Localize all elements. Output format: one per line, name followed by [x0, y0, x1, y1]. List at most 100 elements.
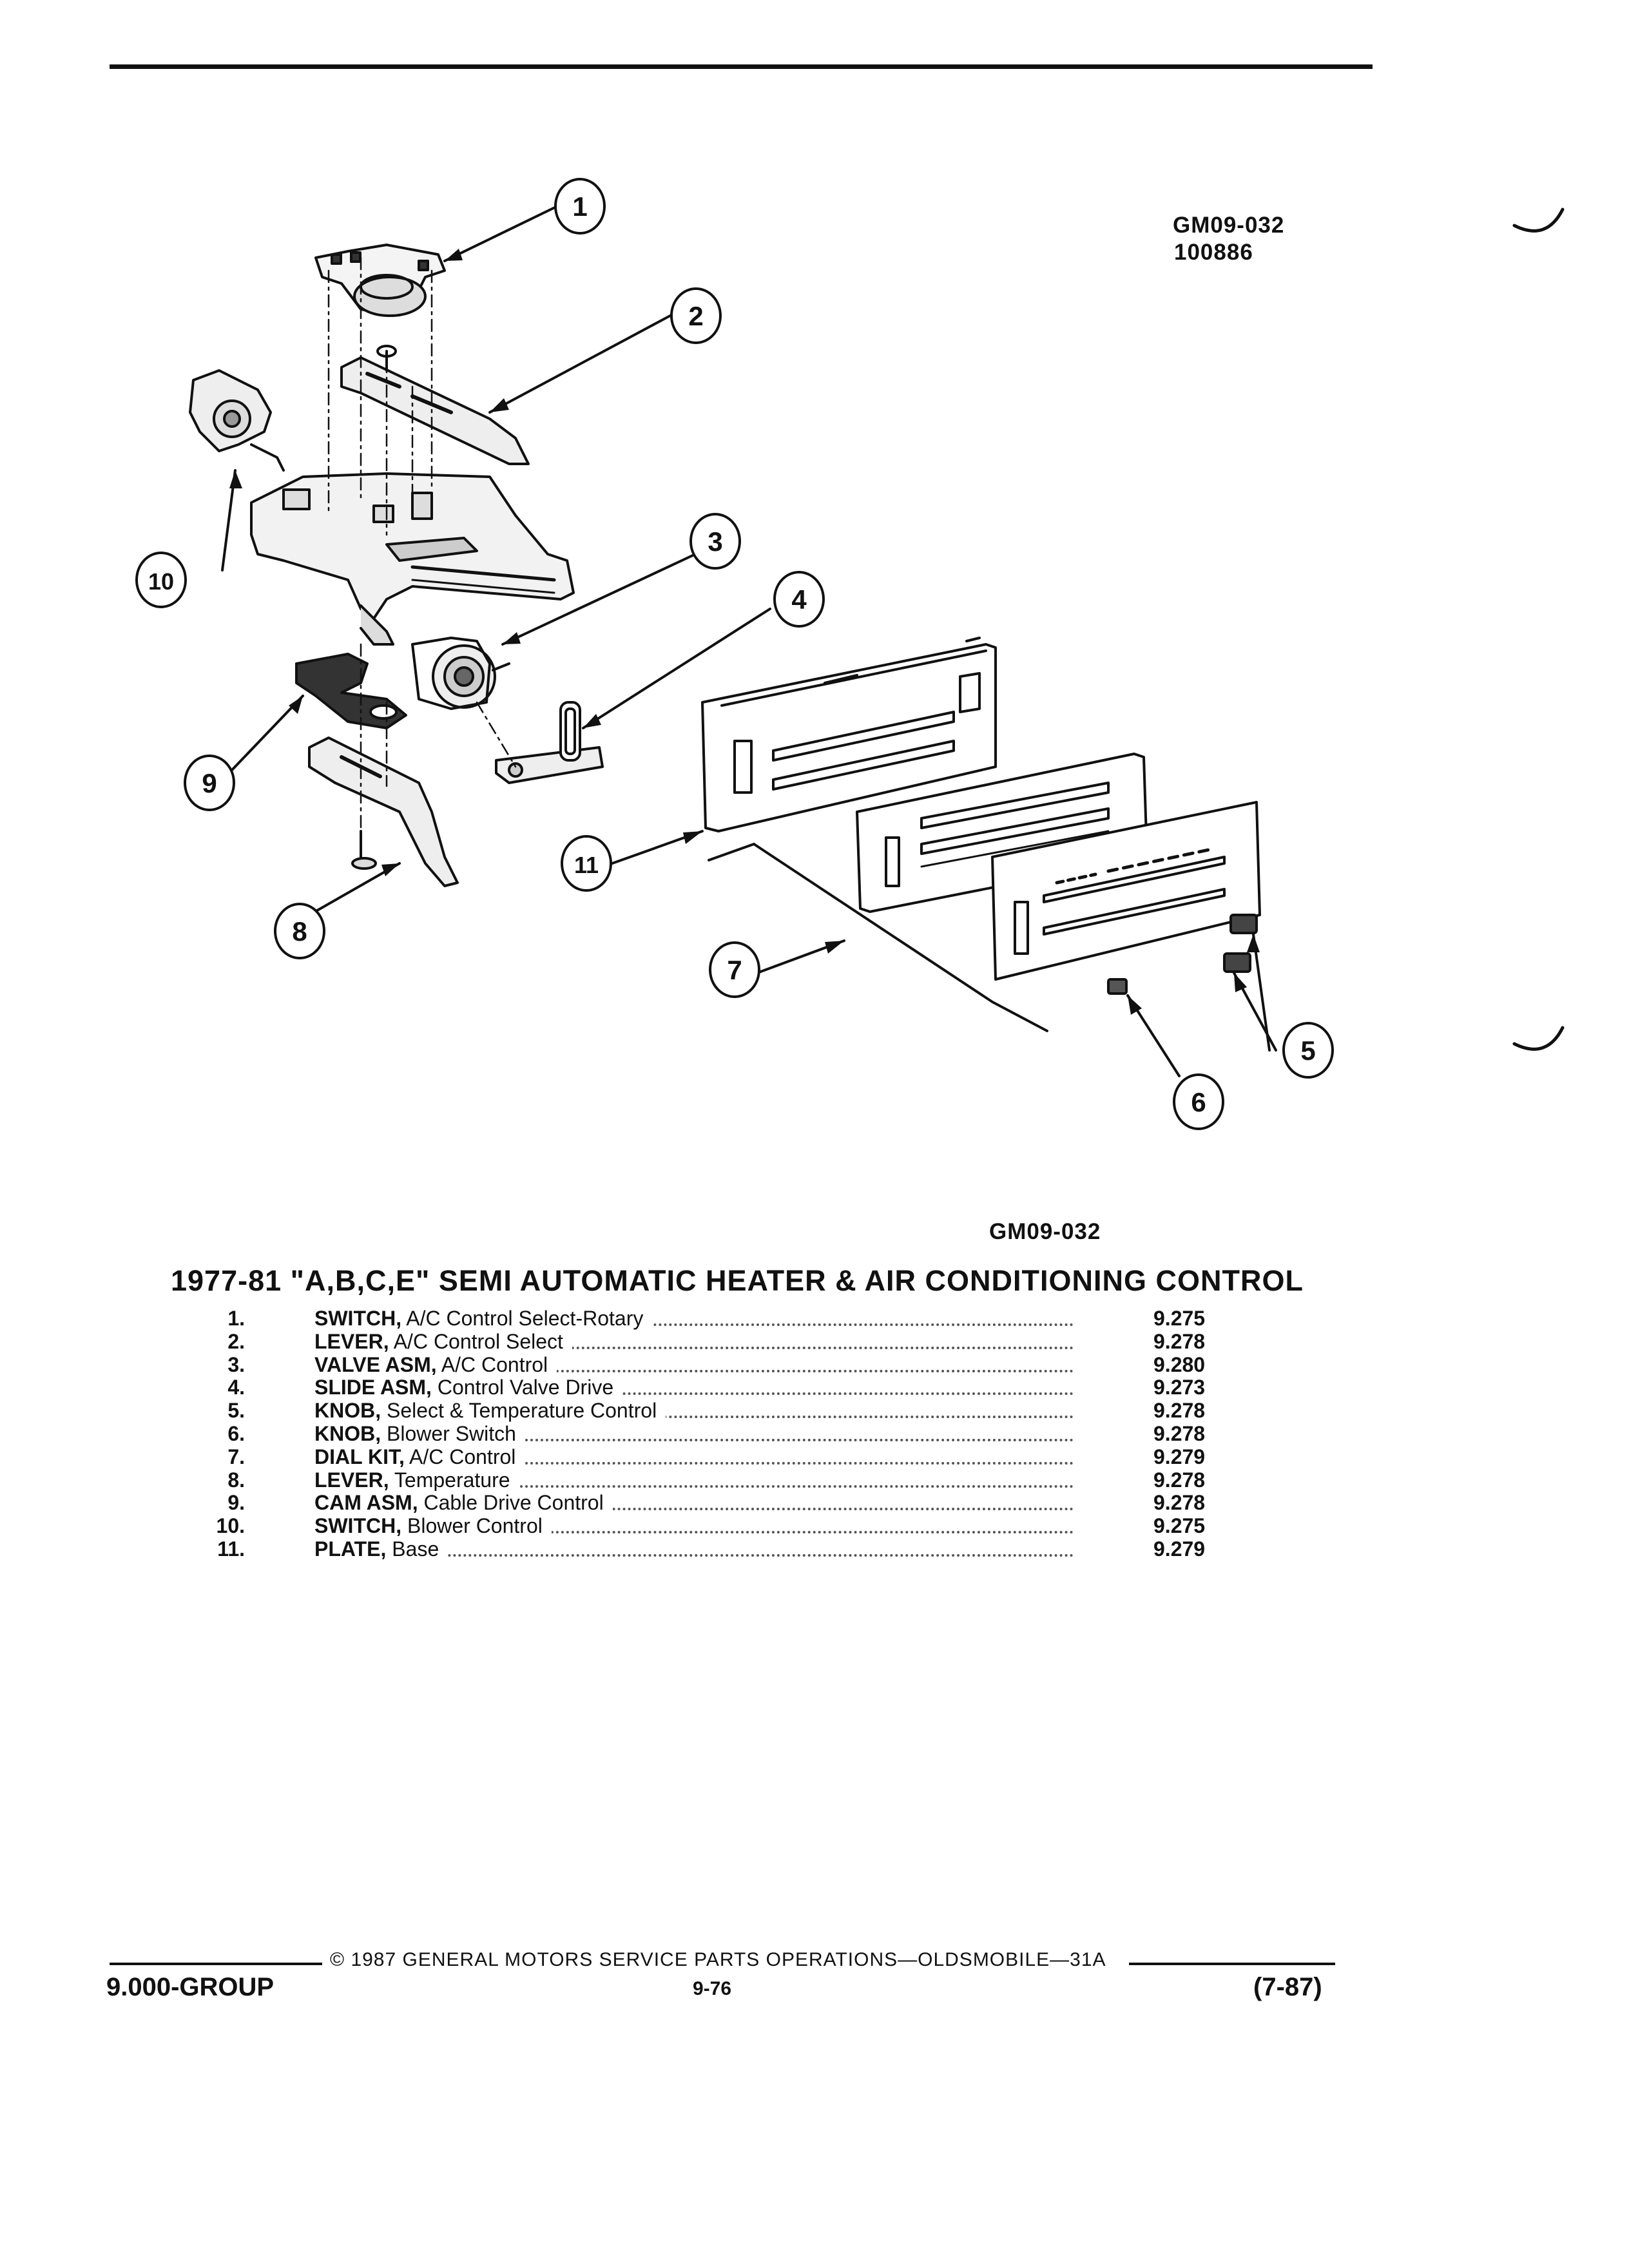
callout-8: 8: [292, 916, 307, 947]
parts-list-row: 7. DIAL KIT, A/C Control 9.279: [0, 1445, 1629, 1468]
leader-dots: [314, 1485, 1074, 1488]
parts-list-row: 2. LEVER, A/C Control Select 9.278: [0, 1329, 1629, 1354]
leader-dots: [314, 1416, 1074, 1419]
part-name-label: VALVE ASM,: [314, 1352, 437, 1376]
leader-dots: [314, 1323, 1074, 1326]
part-name: SWITCH, Blower Control: [314, 1514, 552, 1538]
callouts: [135, 178, 1334, 1130]
part-name-label: LEVER,: [314, 1329, 389, 1353]
callout-2: 2: [688, 301, 703, 331]
part-number: 8.: [227, 1468, 245, 1492]
leader-dots: [314, 1439, 1074, 1441]
part-reference: 9.278: [1153, 1329, 1206, 1353]
part-name: DIAL KIT, A/C Control: [314, 1445, 525, 1469]
footer-rule-left: [110, 1963, 322, 1965]
part-name: LEVER, Temperature: [314, 1468, 519, 1492]
part-number: 3.: [227, 1352, 245, 1376]
part-number: 10.: [216, 1514, 245, 1538]
part-name-label: SWITCH,: [314, 1307, 402, 1330]
part-reference: 9.278: [1153, 1491, 1206, 1515]
callout-3: 3: [708, 526, 722, 557]
part-description: Base: [386, 1537, 439, 1561]
figure-number: 100886: [1174, 240, 1253, 265]
parts-list-row: 10. SWITCH, Blower Control 9.275: [0, 1514, 1629, 1538]
parts-list-row: 8. LEVER, Temperature 9.278: [0, 1468, 1629, 1492]
part-name: SLIDE ASM, Control Valve Drive: [314, 1376, 623, 1399]
main-housing: [250, 472, 575, 646]
part-name: LEVER, A/C Control Select: [314, 1329, 572, 1354]
part-number: 7.: [227, 1445, 245, 1468]
footer-rule-right: [1129, 1963, 1335, 1965]
part-reference: 9.279: [1153, 1445, 1206, 1468]
part-name: CAM ASM, Cable Drive Control: [314, 1491, 613, 1515]
leader-dots: [314, 1346, 1074, 1349]
parts-list-row: 1. SWITCH, A/C Control Select-Rotary 9.275: [0, 1307, 1629, 1330]
callout-10: 10: [148, 568, 174, 595]
callout-9: 9: [202, 768, 217, 798]
part-name: KNOB, Select & Temperature Control: [314, 1399, 666, 1423]
footer-group: 9.000-GROUP: [106, 1973, 275, 2001]
part-name: SWITCH, A/C Control Select-Rotary: [314, 1307, 653, 1331]
callout-5: 5: [1300, 1035, 1315, 1066]
callout-7: 7: [727, 955, 742, 985]
part-number: 6.: [227, 1422, 245, 1445]
part-7-dial-kit: [708, 753, 1261, 1032]
part-name: KNOB, Blower Switch: [314, 1422, 525, 1446]
part-number: 1.: [227, 1307, 245, 1330]
part-6-knob: [1107, 978, 1128, 995]
part-reference: 9.279: [1153, 1537, 1206, 1561]
part-description: Control Valve Drive: [431, 1376, 614, 1399]
figure-id-top: GM09-032: [1173, 213, 1285, 238]
part-description: Blower Switch: [381, 1422, 516, 1445]
part-name-label: DIAL KIT,: [314, 1445, 405, 1468]
callout-11: 11: [574, 852, 599, 878]
part-reference: 9.275: [1153, 1514, 1206, 1538]
part-number: 11.: [217, 1537, 245, 1561]
part-number: 4.: [227, 1376, 245, 1399]
part-description: Cable Drive Control: [418, 1491, 604, 1515]
part-description: Blower Control: [401, 1514, 543, 1538]
part-description: A/C Control: [436, 1352, 548, 1376]
part-1-rotary-switch: [314, 244, 446, 317]
leader-dots: [314, 1508, 1074, 1511]
part-reference: 9.273: [1153, 1376, 1206, 1399]
leader-dots: [314, 1531, 1074, 1534]
footer-date: (7-87): [1253, 1973, 1322, 2001]
part-name-label: PLATE,: [314, 1537, 387, 1561]
part-name: PLATE, Base: [314, 1537, 448, 1561]
footer-copyright: © 1987 GENERAL MOTORS SERVICE PARTS OPER…: [330, 1949, 1106, 1970]
part-name-label: CAM ASM,: [314, 1491, 418, 1515]
part-4-slide: [495, 701, 604, 784]
part-number: 2.: [227, 1329, 245, 1353]
part-reference: 9.278: [1153, 1399, 1206, 1423]
leader-dots: [314, 1392, 1074, 1396]
exploded-parts-diagram: 1 2 3 4 5 6 7 8 9 10 11: [135, 178, 1565, 1130]
part-name-label: LEVER,: [314, 1468, 389, 1492]
parts-list-row: 3. VALVE ASM, A/C Control 9.280: [0, 1352, 1629, 1377]
part-description: A/C Control Select: [389, 1329, 563, 1353]
part-reference: 9.280: [1153, 1352, 1206, 1376]
figure-id-bottom: GM09-032: [989, 1219, 1101, 1244]
part-3-valve: [411, 637, 510, 710]
leader-dots: [314, 1554, 1074, 1557]
part-name: VALVE ASM, A/C Control: [314, 1352, 557, 1377]
part-reference: 9.278: [1153, 1468, 1206, 1492]
part-reference: 9.275: [1153, 1307, 1206, 1330]
parts-list-row: 6. KNOB, Blower Switch 9.278: [0, 1422, 1629, 1445]
callout-1: 1: [572, 191, 587, 222]
part-5-knobs: [1223, 914, 1258, 973]
callout-6: 6: [1191, 1087, 1206, 1117]
part-name-label: KNOB,: [314, 1399, 381, 1423]
part-description: A/C Control Select-Rotary: [401, 1307, 644, 1330]
parts-list-row: 4. SLIDE ASM, Control Valve Drive 9.273: [0, 1376, 1629, 1399]
part-10-blower-switch: [189, 369, 285, 472]
part-description: Select & Temperature Control: [381, 1399, 657, 1423]
part-number: 9.: [227, 1491, 245, 1515]
parts-list: 1. SWITCH, A/C Control Select-Rotary 9.275…: [0, 1307, 1629, 1577]
part-reference: 9.278: [1153, 1422, 1206, 1445]
leader-dots: [314, 1461, 1074, 1465]
top-rule: [110, 64, 1373, 69]
part-description: Temperature: [389, 1468, 510, 1492]
part-9-cam: [295, 653, 407, 729]
leader-dots: [314, 1369, 1074, 1372]
